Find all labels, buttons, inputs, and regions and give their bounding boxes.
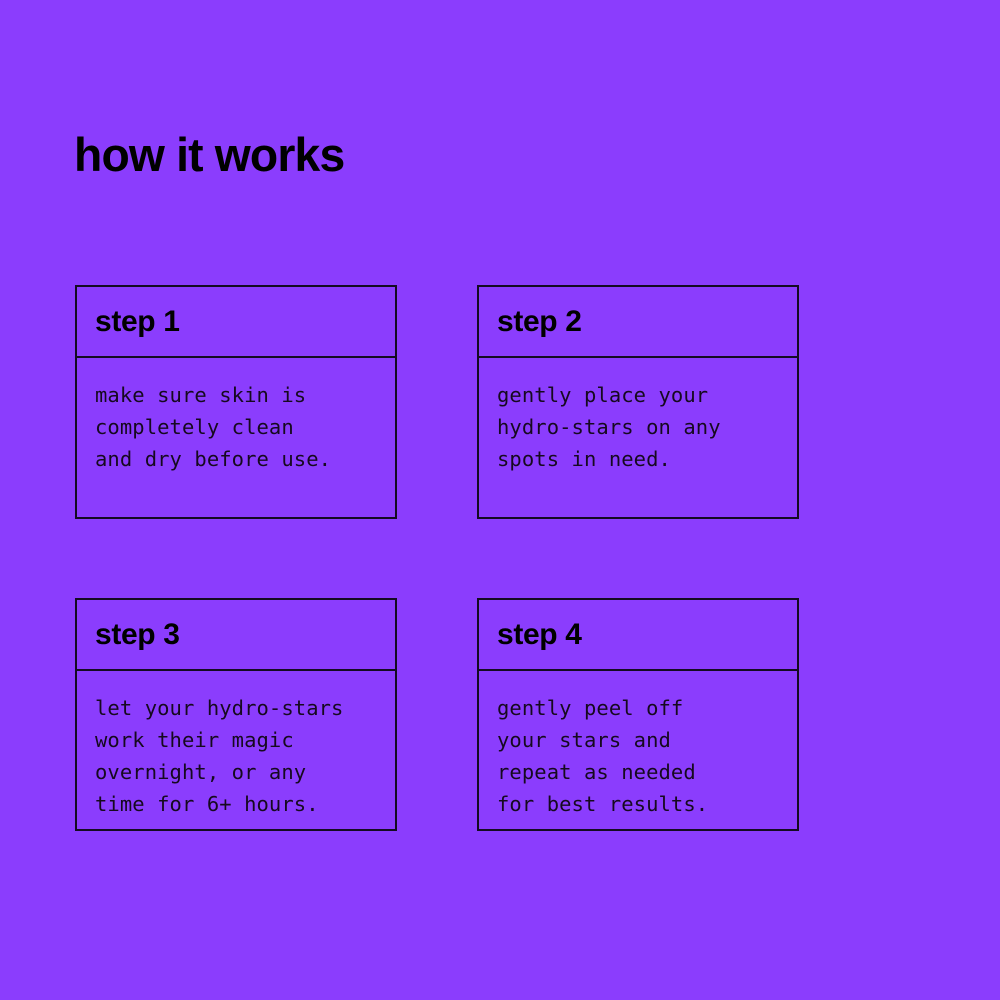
step-body-line: make sure skin is: [95, 383, 307, 407]
step-card-header-1: step 1: [77, 287, 395, 358]
step-card-body-2: gently place your hydro-stars on any spo…: [479, 358, 797, 517]
step-body-line: gently peel off: [497, 696, 684, 720]
steps-grid: step 1 make sure skin is completely clea…: [75, 285, 799, 831]
step-card-body-1: make sure skin is completely clean and d…: [77, 358, 395, 517]
step-body-line: gently place your: [497, 383, 709, 407]
step-body-line: hydro-stars on any: [497, 415, 721, 439]
step-card-title-4: step 4: [497, 617, 582, 651]
step-card-header-2: step 2: [479, 287, 797, 358]
step-card-title-1: step 1: [95, 304, 180, 338]
step-body-line: spots in need.: [497, 447, 671, 471]
step-card-title-3: step 3: [95, 617, 180, 651]
step-body-line: overnight, or any: [95, 760, 307, 784]
step-card-4: step 4 gently peel off your stars and re…: [477, 598, 799, 831]
page-title: how it works: [74, 128, 345, 182]
step-body-line: work their magic: [95, 728, 294, 752]
step-body-line: let your hydro-stars: [95, 696, 344, 720]
step-card-title-2: step 2: [497, 304, 582, 338]
step-body-line: and dry before use.: [95, 447, 332, 471]
step-card-header-3: step 3: [77, 600, 395, 671]
step-body-line: your stars and: [497, 728, 671, 752]
step-body-line: time for 6+ hours.: [95, 792, 319, 816]
step-card-2: step 2 gently place your hydro-stars on …: [477, 285, 799, 519]
step-card-body-3: let your hydro-stars work their magic ov…: [77, 671, 395, 829]
step-body-line: repeat as needed: [497, 760, 696, 784]
step-card-1: step 1 make sure skin is completely clea…: [75, 285, 397, 519]
step-card-body-4: gently peel off your stars and repeat as…: [479, 671, 797, 829]
step-card-header-4: step 4: [479, 600, 797, 671]
step-card-3: step 3 let your hydro-stars work their m…: [75, 598, 397, 831]
step-body-line: for best results.: [497, 792, 709, 816]
step-body-line: completely clean: [95, 415, 294, 439]
